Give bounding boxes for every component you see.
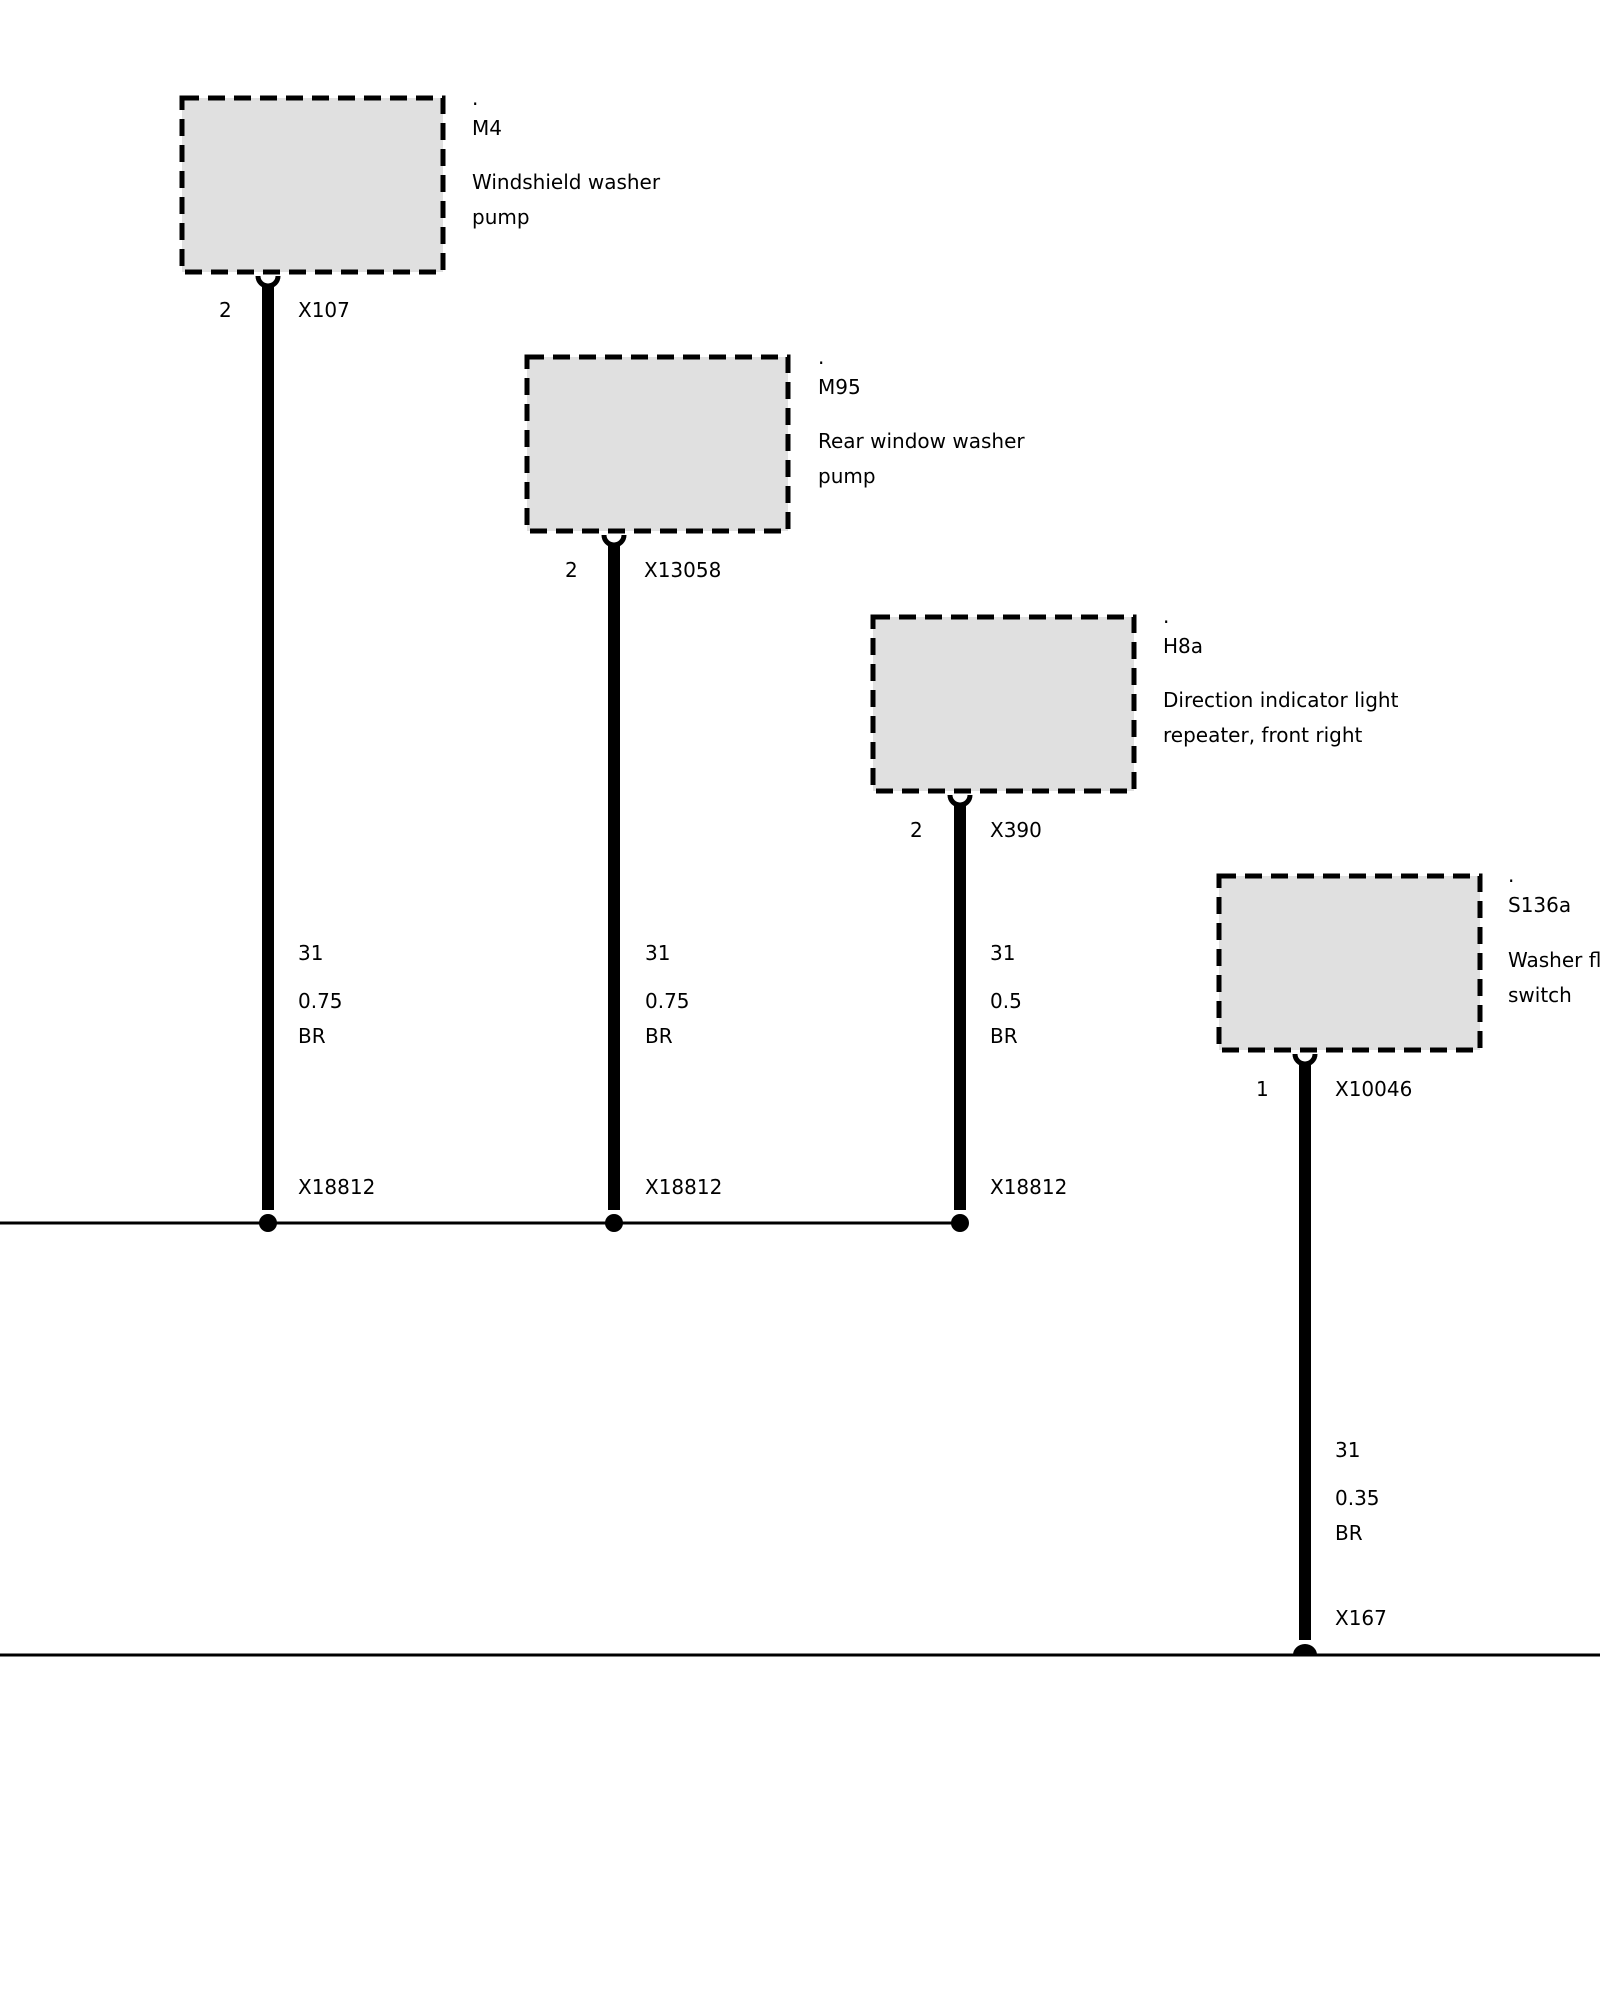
component-name-line2: switch	[1508, 983, 1572, 1007]
component-dot: .	[472, 86, 478, 110]
wire-gauge: 0.75	[298, 989, 343, 1013]
component-dot: .	[1163, 604, 1169, 628]
wire-signal: 31	[1335, 1438, 1360, 1462]
wire-gauge: 0.35	[1335, 1486, 1380, 1510]
connector-label: X390	[990, 818, 1042, 842]
connector-label: X10046	[1335, 1077, 1412, 1101]
ground-label: X18812	[298, 1175, 375, 1199]
component-box-h8a[interactable]	[870, 614, 1137, 794]
ground-label: X18812	[990, 1175, 1067, 1199]
wire-color: BR	[990, 1024, 1018, 1048]
component-box-m4[interactable]	[179, 95, 446, 275]
component-dot: .	[1508, 863, 1514, 887]
component-s136a[interactable]: . S136a Washer fluid level switch 1 X100…	[1216, 863, 1600, 1655]
component-dot: .	[818, 345, 824, 369]
connector-label: X13058	[644, 558, 721, 582]
component-name-line2: pump	[818, 464, 876, 488]
wire-signal: 31	[990, 941, 1015, 965]
ground-terminal-icon	[1293, 1644, 1317, 1655]
component-id: M4	[472, 116, 502, 140]
wire-gauge: 0.75	[645, 989, 690, 1013]
splice-dot-icon	[605, 1214, 623, 1232]
component-m95[interactable]: . M95 Rear window washer pump 2 X13058 3…	[524, 345, 1025, 1232]
pin-number: 2	[565, 558, 578, 582]
pin-number: 2	[219, 298, 232, 322]
wire-color: BR	[298, 1024, 326, 1048]
wire-signal: 31	[645, 941, 670, 965]
component-name-line2: pump	[472, 205, 530, 229]
pin-number: 1	[1256, 1077, 1269, 1101]
ground-label: X167	[1335, 1606, 1387, 1630]
splice-dot-icon	[951, 1214, 969, 1232]
component-id: H8a	[1163, 634, 1203, 658]
pin-number: 2	[910, 818, 923, 842]
ground-label: X18812	[645, 1175, 722, 1199]
component-id: M95	[818, 375, 861, 399]
component-name-line1: Washer fluid level	[1508, 948, 1600, 972]
wire-color: BR	[1335, 1521, 1363, 1545]
component-name-line1: Rear window washer	[818, 429, 1025, 453]
splice-dot-icon	[259, 1214, 277, 1232]
component-m4[interactable]: . M4 Windshield washer pump 2 X107 31 0.…	[179, 86, 661, 1232]
component-name-line2: repeater, front right	[1163, 723, 1363, 747]
wire-color: BR	[645, 1024, 673, 1048]
connector-label: X107	[298, 298, 350, 322]
wire-gauge: 0.5	[990, 989, 1022, 1013]
component-name-line1: Direction indicator light	[1163, 688, 1399, 712]
component-h8a[interactable]: . H8a Direction indicator light repeater…	[870, 604, 1399, 1232]
component-id: S136a	[1508, 893, 1571, 917]
component-box-s136a[interactable]	[1216, 873, 1483, 1053]
wire-signal: 31	[298, 941, 323, 965]
component-name-line1: Windshield washer	[472, 170, 661, 194]
component-box-m95[interactable]	[524, 354, 791, 534]
